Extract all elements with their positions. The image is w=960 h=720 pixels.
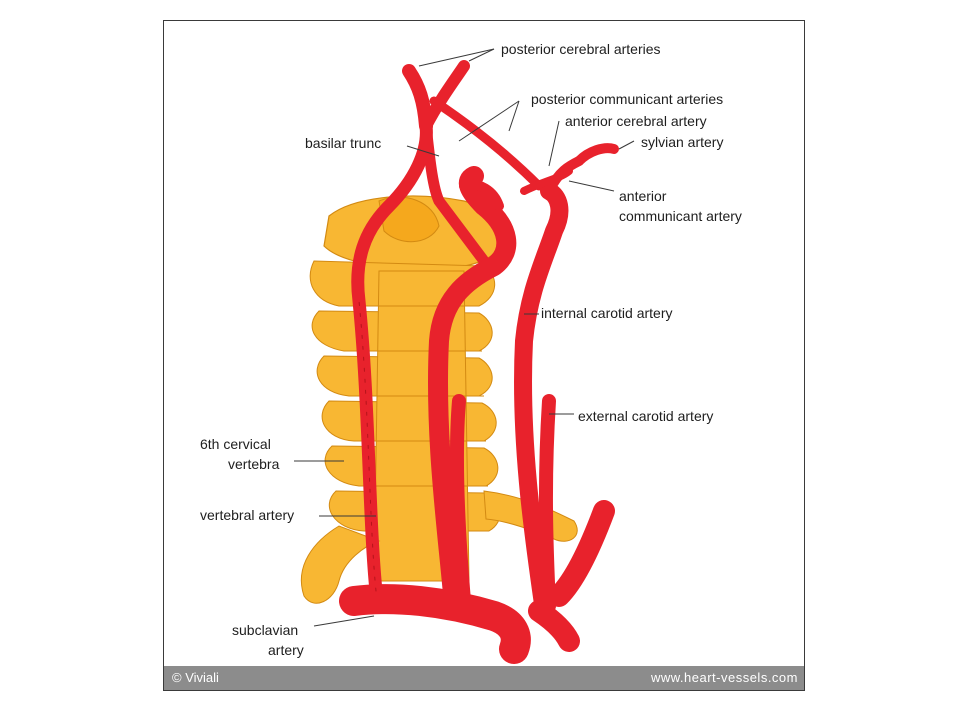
labels: posterior cerebral arteries posterior co… (200, 41, 742, 658)
leader-lines (294, 48, 635, 627)
label-6th-cervical-line1: 6th cervical (200, 436, 271, 452)
label-internal-carotid-artery: internal carotid artery (541, 305, 673, 321)
label-vertebral-artery: vertebral artery (200, 507, 294, 523)
label-posterior-communicant-arteries: posterior communicant arteries (531, 91, 723, 107)
website-url: www.heart-vessels.com (650, 670, 798, 685)
label-external-carotid-artery: external carotid artery (578, 408, 713, 424)
copyright-text: © Viviali (172, 670, 219, 685)
footer-bar: © Viviali www.heart-vessels.com (164, 666, 804, 690)
arteries (339, 60, 619, 664)
label-anterior-cerebral-artery: anterior cerebral artery (565, 113, 707, 129)
label-anterior-communicant-line1: anterior (619, 188, 667, 204)
label-sylvian-artery: sylvian artery (641, 134, 723, 150)
label-basilar-trunc: basilar trunc (305, 135, 381, 151)
illustration-frame: posterior cerebral arteries posterior co… (163, 20, 805, 691)
anatomy-illustration: posterior cerebral arteries posterior co… (200, 41, 742, 664)
label-subclavian-line1: subclavian (232, 622, 298, 638)
label-anterior-communicant-line2: communicant artery (619, 208, 742, 224)
label-subclavian-line2: artery (268, 642, 304, 658)
label-posterior-cerebral-arteries: posterior cerebral arteries (501, 41, 661, 57)
label-6th-cervical-line2: vertebra (228, 456, 280, 472)
